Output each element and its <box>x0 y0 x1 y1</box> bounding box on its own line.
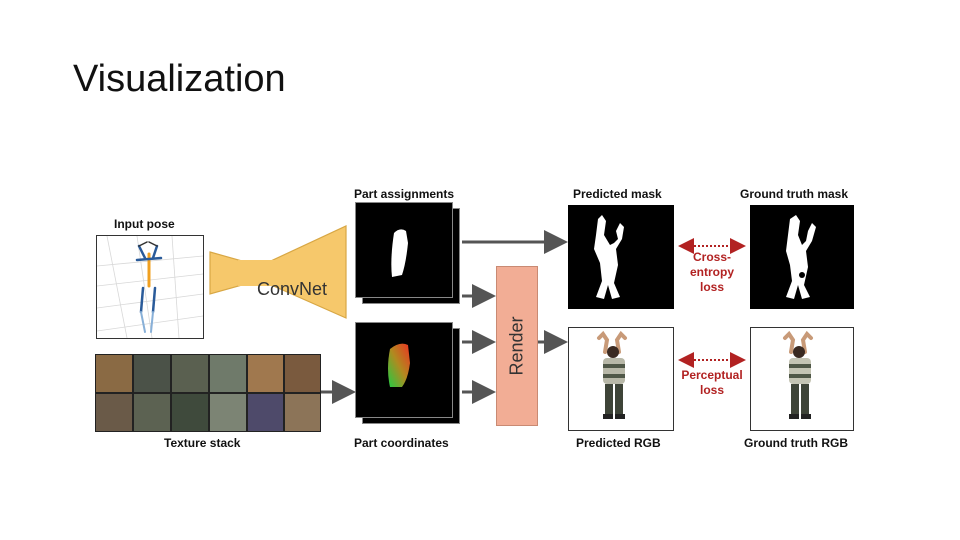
perceptual-loss-label: Perceptual loss <box>676 368 748 398</box>
convnet-shape <box>209 225 347 319</box>
perceptual-line-1: Perceptual <box>681 368 743 382</box>
predicted-rgb-label: Predicted RGB <box>576 436 661 450</box>
part-assignments-label: Part assignments <box>354 187 455 201</box>
ground-truth-rgb-label: Ground truth RGB <box>744 436 848 450</box>
perceptual-line-2: loss <box>699 383 724 397</box>
slide-title: Visualization <box>73 58 286 100</box>
input-pose-image <box>96 235 204 339</box>
texture-stack-image <box>95 354 321 432</box>
part-coordinates-image <box>355 322 453 418</box>
cross-entropy-line-3: loss <box>699 280 724 294</box>
ground-truth-mask-label: Ground truth mask <box>740 187 849 201</box>
cross-entropy-loss-label: Cross- entropy loss <box>680 250 744 295</box>
convnet-label: ConvNet <box>257 279 328 299</box>
render-label: Render <box>506 316 527 376</box>
part-coordinates-label: Part coordinates <box>354 436 449 450</box>
ground-truth-mask-image <box>750 205 854 309</box>
predicted-mask-label: Predicted mask <box>573 187 662 201</box>
render-block: Render <box>496 266 538 426</box>
part-assignments-image <box>355 202 453 298</box>
cross-entropy-line-2: entropy <box>689 265 734 279</box>
texture-stack-label: Texture stack <box>164 436 241 450</box>
ground-truth-rgb-image <box>750 327 854 431</box>
predicted-rgb-image <box>568 327 674 431</box>
pipeline-figure: Input pose <box>92 184 868 454</box>
pipeline-arrows <box>321 230 746 404</box>
input-pose-label: Input pose <box>114 217 175 231</box>
predicted-mask-image <box>568 205 674 309</box>
cross-entropy-line-1: Cross- <box>692 250 731 264</box>
